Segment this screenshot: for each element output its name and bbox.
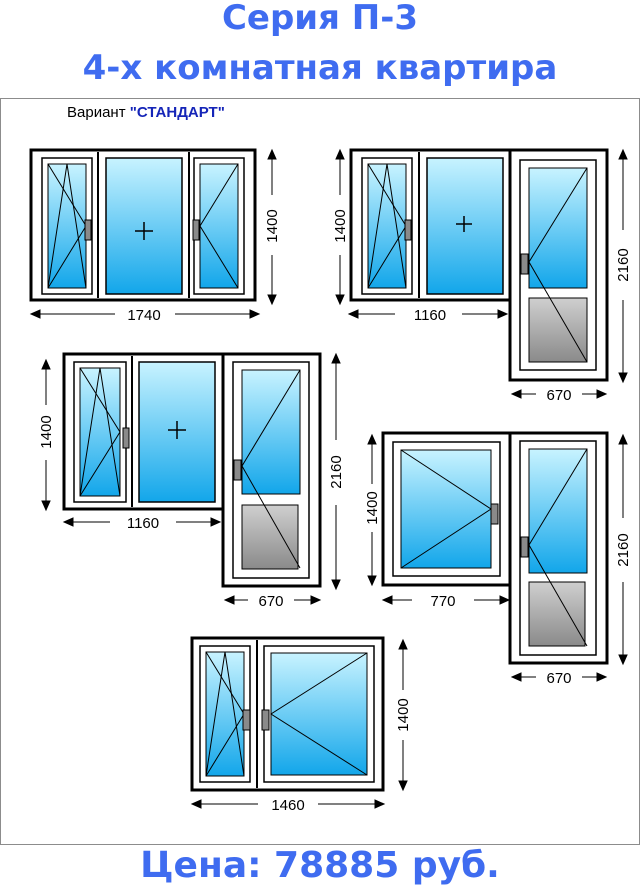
- label-4-width: 770: [430, 593, 455, 610]
- window-unit-5: [190, 636, 385, 792]
- dim-5-height: [398, 638, 408, 792]
- dim-3-height: [41, 358, 51, 512]
- dim-5-width: [190, 799, 386, 809]
- variant-name: "СТАНДАРТ": [129, 104, 225, 121]
- variant-caption: Вариант "СТАНДАРТ": [67, 104, 225, 122]
- dim-1-width: [29, 309, 261, 319]
- label-5-width: 1460: [271, 797, 304, 814]
- dim-3-width: [62, 517, 222, 527]
- dim-3-door-height: [331, 352, 341, 591]
- window-unit-4: [381, 431, 609, 665]
- price-label: Цена: 78885 руб.: [140, 845, 500, 886]
- series-title: Серия П-3: [221, 0, 419, 38]
- label-4-door-width: 670: [546, 670, 571, 687]
- label-2-door-width: 670: [546, 387, 571, 404]
- label-2-height: 1400: [332, 209, 349, 242]
- label-1-width: 1740: [127, 307, 160, 324]
- window-unit-1: [29, 148, 257, 302]
- dim-4-door-width: [510, 672, 608, 682]
- dim-1-height: [267, 148, 277, 306]
- dim-2-width: [347, 309, 509, 319]
- dim-2-door-height: [618, 148, 628, 384]
- window-unit-2: [349, 148, 609, 382]
- label-3-height: 1400: [38, 415, 55, 448]
- window-unit-3: [62, 352, 322, 588]
- label-5-height: 1400: [395, 698, 412, 731]
- dim-2-door-width: [510, 389, 608, 399]
- dim-4-width: [381, 595, 511, 605]
- dim-4-height: [367, 433, 377, 587]
- dim-4-door-height: [618, 433, 628, 666]
- label-2-door-height: 2160: [615, 248, 632, 281]
- label-2-width: 1160: [414, 307, 446, 324]
- label-3-door-height: 2160: [328, 455, 345, 488]
- label-4-door-height: 2160: [615, 533, 632, 566]
- dim-2-height: [335, 148, 345, 306]
- apartment-title: 4-х комнатная квартира: [82, 48, 558, 88]
- label-1-height: 1400: [264, 209, 281, 242]
- variant-label: Вариант: [67, 104, 126, 121]
- label-3-door-width: 670: [258, 593, 283, 610]
- label-4-height: 1400: [364, 491, 381, 524]
- dim-3-door-width: [223, 595, 322, 605]
- label-3-width: 1160: [127, 515, 159, 532]
